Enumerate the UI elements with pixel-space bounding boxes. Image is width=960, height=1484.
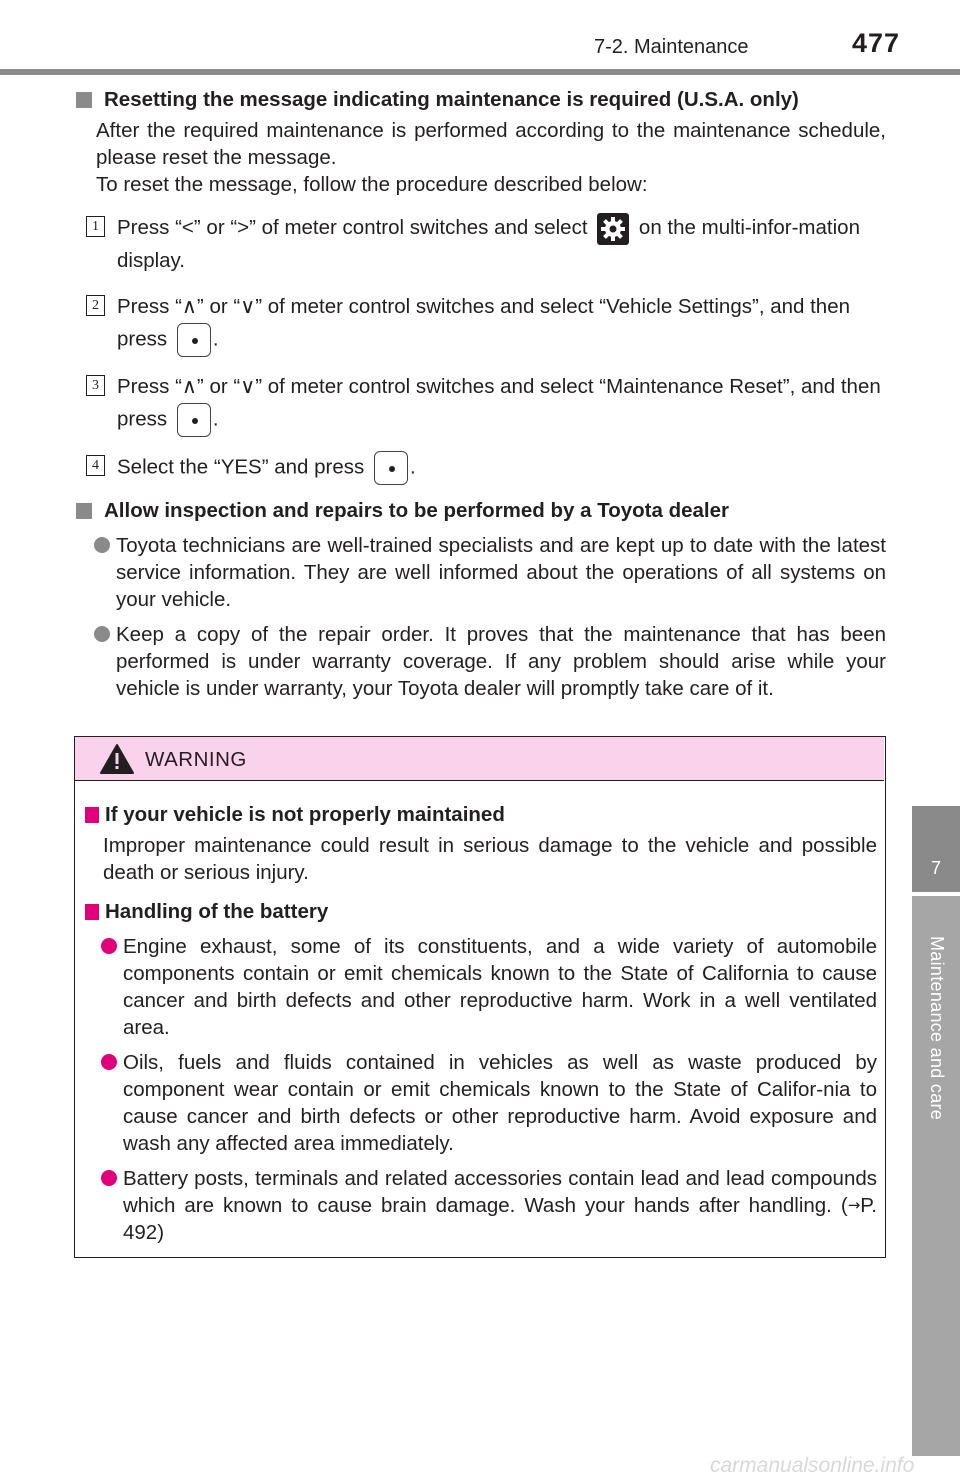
warning-bullet: Engine exhaust, some of its constituents… xyxy=(85,933,877,1041)
warning-heading-text: Handling of the battery xyxy=(105,900,329,923)
step-3: 3 Press “∧” or “∨” of meter control swit… xyxy=(76,371,886,437)
step-text: Press “<” or “>” of meter control switch… xyxy=(117,216,594,239)
warning-bullet: Battery posts, terminals and related acc… xyxy=(85,1165,877,1246)
page-header: 7-2. Maintenance 477 xyxy=(0,0,960,80)
heading-square-icon xyxy=(85,807,99,823)
chapter-title: Maintenance and care xyxy=(927,936,947,1121)
bullet-text: Battery posts, terminals and related acc… xyxy=(123,1167,877,1217)
warning-heading-battery: Handling of the battery xyxy=(85,898,877,925)
step-text-end: . xyxy=(409,455,416,478)
step-text-end: . xyxy=(212,327,219,350)
dealer-heading-text: Allow inspection and repairs to be perfo… xyxy=(104,498,729,522)
reset-heading: Resetting the message indicating mainten… xyxy=(76,86,886,113)
step-4: 4 Select the “YES” and press . xyxy=(76,450,886,485)
arrow-right-icon: → xyxy=(847,1196,861,1214)
heading-square-icon xyxy=(76,92,92,108)
chapter-tab: 7 xyxy=(912,806,960,892)
warning-heading-text: If your vehicle is not properly maintain… xyxy=(105,803,505,826)
reset-intro-2: To reset the message, follow the procedu… xyxy=(96,173,648,196)
reset-intro: After the required maintenance is perfor… xyxy=(96,119,886,169)
step-text-end: on the multi-infor-mation display. xyxy=(117,216,860,272)
bullet-text: Oils, fuels and fluids contained in vehi… xyxy=(123,1051,877,1155)
page-number: 477 xyxy=(852,28,901,58)
step-text: Select the “YES” and press xyxy=(117,455,370,478)
settings-gear-icon xyxy=(597,212,630,245)
step-number: 1 xyxy=(86,216,105,237)
step-text: Press “∧” or “∨” of meter control switch… xyxy=(117,374,881,430)
main-content: Resetting the message indicating mainten… xyxy=(76,86,886,702)
warning-header: WARNING xyxy=(75,737,884,781)
section-title: 7-2. Maintenance xyxy=(594,36,749,58)
ok-button-icon xyxy=(176,322,211,357)
dealer-bullet: Toyota technicians are well-trained spec… xyxy=(76,532,886,613)
step-number: 2 xyxy=(86,294,105,316)
bullet-dot-icon xyxy=(101,1170,117,1186)
watermark: carmanualsonline.info xyxy=(710,1454,915,1477)
heading-square-icon xyxy=(85,904,99,920)
page-reference-link[interactable]: P. 492) xyxy=(123,1194,877,1244)
bullet-dot-icon xyxy=(101,1054,117,1070)
dealer-heading: Allow inspection and repairs to be perfo… xyxy=(76,497,886,524)
warning-text: Improper maintenance could result in ser… xyxy=(103,834,877,884)
step-1: 1 Press “<” or “>” of meter control swit… xyxy=(76,212,886,277)
step-text: Press “∧” or “∨” of meter control switch… xyxy=(117,294,851,350)
warning-body: If your vehicle is not properly maintain… xyxy=(85,801,877,1246)
warning-box: WARNING If your vehicle is not properly … xyxy=(74,736,886,1258)
reset-heading-text: Resetting the message indicating mainten… xyxy=(104,88,799,111)
bullet-text: Engine exhaust, some of its constituents… xyxy=(123,935,877,1039)
step-2: 2 Press “∧” or “∨” of meter control swit… xyxy=(76,291,886,357)
header-divider xyxy=(0,69,960,75)
warning-triangle-icon xyxy=(99,743,135,780)
step-number: 4 xyxy=(86,454,105,476)
chapter-label: Maintenance and care xyxy=(912,896,960,1456)
chapter-number: 7 xyxy=(930,858,941,878)
warning-heading-maintenance: If your vehicle is not properly maintain… xyxy=(85,801,877,828)
step-number: 3 xyxy=(86,374,105,396)
bullet-dot-icon xyxy=(101,938,117,954)
step-text-end: . xyxy=(212,407,219,430)
warning-title: WARNING xyxy=(145,748,247,771)
bullet-text: Toyota technicians are well-trained spec… xyxy=(116,533,886,611)
bullet-dot-icon xyxy=(94,625,110,642)
bullet-dot-icon xyxy=(94,536,110,553)
ok-button-icon xyxy=(373,450,408,485)
heading-square-icon xyxy=(76,502,92,519)
warning-bullet: Oils, fuels and fluids contained in vehi… xyxy=(85,1049,877,1157)
dealer-bullet: Keep a copy of the repair order. It prov… xyxy=(76,621,886,702)
ok-button-icon xyxy=(176,402,211,437)
bullet-text: Keep a copy of the repair order. It prov… xyxy=(116,622,886,700)
